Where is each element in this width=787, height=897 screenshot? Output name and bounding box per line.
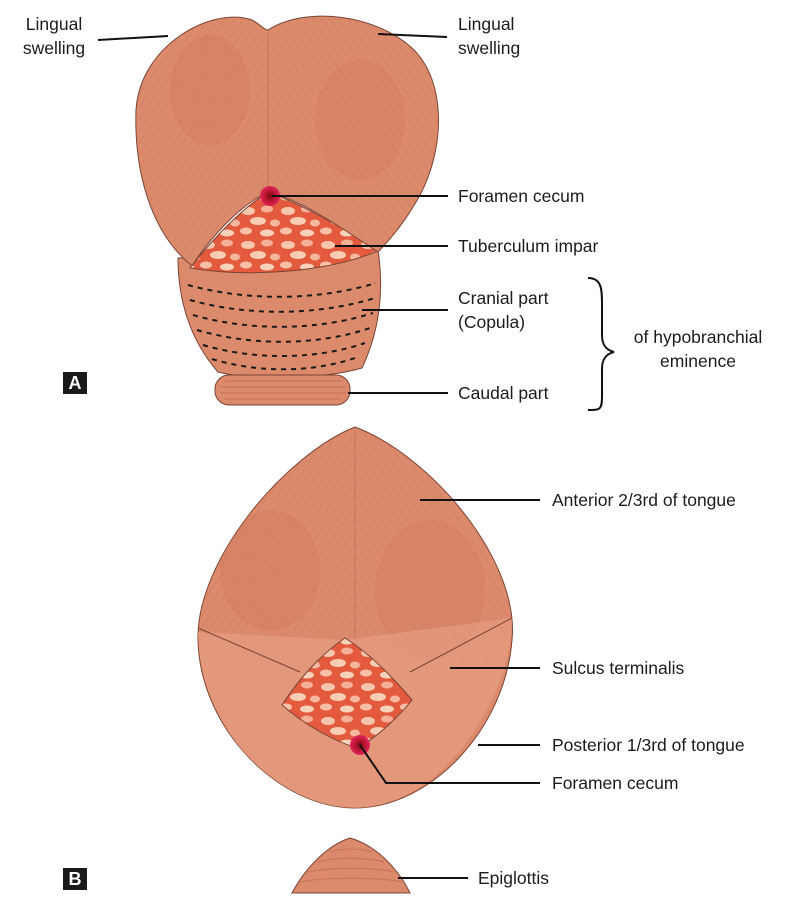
caudal-part-label: Caudal part	[458, 381, 548, 405]
hypobranchial-line1: of hypobranchial	[618, 325, 778, 349]
anterior-tongue-label: Anterior 2/3rd of tongue	[552, 488, 736, 512]
panel-b-badge: B	[63, 868, 87, 890]
hypobranchial-line2: eminence	[618, 349, 778, 373]
cranial-part-label: Cranial part (Copula)	[458, 286, 548, 334]
tuberculum-impar-label: Tuberculum impar	[458, 234, 598, 258]
hypobranchial-brace	[588, 278, 614, 410]
cranial-part-line2: (Copula)	[458, 310, 548, 334]
cranial-part-line1: Cranial part	[458, 286, 548, 310]
foramen-cecum-b-label: Foramen cecum	[552, 771, 678, 795]
epiglottis-shape	[292, 838, 410, 893]
lingual-swelling-left-line1: Lingual	[14, 12, 94, 36]
posterior-tongue-label: Posterior 1/3rd of tongue	[552, 733, 745, 757]
epiglottis-label: Epiglottis	[478, 866, 549, 890]
lingual-swelling-right-line2: swelling	[458, 36, 520, 60]
lingual-swelling-left-label: Lingual swelling	[14, 12, 94, 60]
caudal-part-shape	[215, 375, 350, 405]
lingual-swelling-right-line1: Lingual	[458, 12, 520, 36]
lingual-swelling-left-line2: swelling	[14, 36, 94, 60]
hypobranchial-eminence-label: of hypobranchial eminence	[618, 325, 778, 373]
lingual-swelling-right-label: Lingual swelling	[458, 12, 520, 60]
foramen-cecum-a-label: Foramen cecum	[458, 184, 584, 208]
panel-b-illustration	[190, 420, 525, 893]
panel-a-badge: A	[63, 372, 87, 394]
panel-a-illustration	[136, 16, 439, 405]
sulcus-terminalis-label: Sulcus terminalis	[552, 656, 684, 680]
